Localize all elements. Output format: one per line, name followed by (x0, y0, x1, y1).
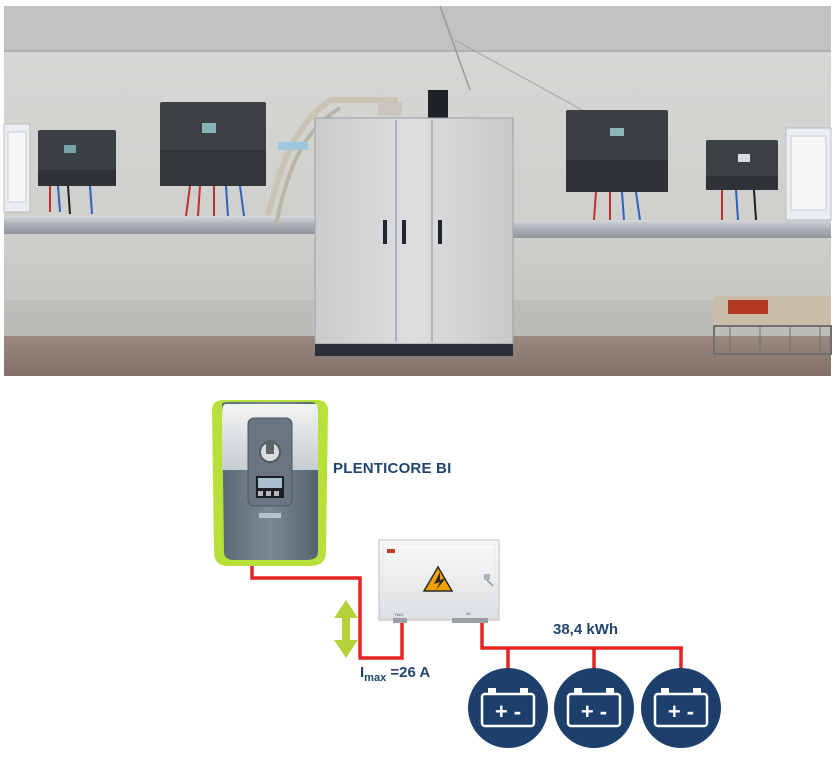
up-down-arrow-icon (334, 600, 358, 658)
battery-symbol: + - (581, 699, 607, 724)
wiring-diagram: TWO 28 + - + - + - (212, 400, 721, 748)
inverter-unit-1 (38, 130, 116, 215)
battery-module-1: + - (468, 668, 548, 748)
cables (250, 566, 683, 672)
cable-tray-right (512, 220, 831, 238)
current-value: =26 A (386, 664, 431, 681)
port-label-right: 28 (466, 611, 471, 616)
top-device (428, 90, 448, 118)
battery-symbol: + - (495, 699, 521, 724)
cable-inverter-to-box (250, 566, 404, 660)
ceiling-band (4, 6, 831, 51)
product-name-label: PLENTICORE BI (333, 460, 452, 477)
cable-tray-left (4, 216, 316, 234)
installation-photo (3, 5, 832, 376)
current-subscript: max (364, 672, 387, 684)
battery-module-3: + - (641, 668, 721, 748)
inverter-unit-2 (160, 102, 266, 217)
inverter-unit-3 (566, 110, 668, 221)
crate (713, 296, 832, 355)
capacity-label: 38,4 kWh (553, 621, 619, 638)
cable-battery-bus (480, 623, 683, 650)
current-symbol: I (360, 664, 365, 681)
inverter-image (212, 400, 328, 566)
battery-cabinet (314, 117, 514, 356)
inverter-unit-4 (706, 140, 778, 221)
junction-box: TWO 28 (378, 539, 500, 623)
battery-symbol: + - (668, 699, 694, 724)
max-current-label: Imax =26 A (360, 664, 430, 684)
port-label-left: TWO (394, 612, 403, 617)
battery-module-2: + - (554, 668, 634, 748)
